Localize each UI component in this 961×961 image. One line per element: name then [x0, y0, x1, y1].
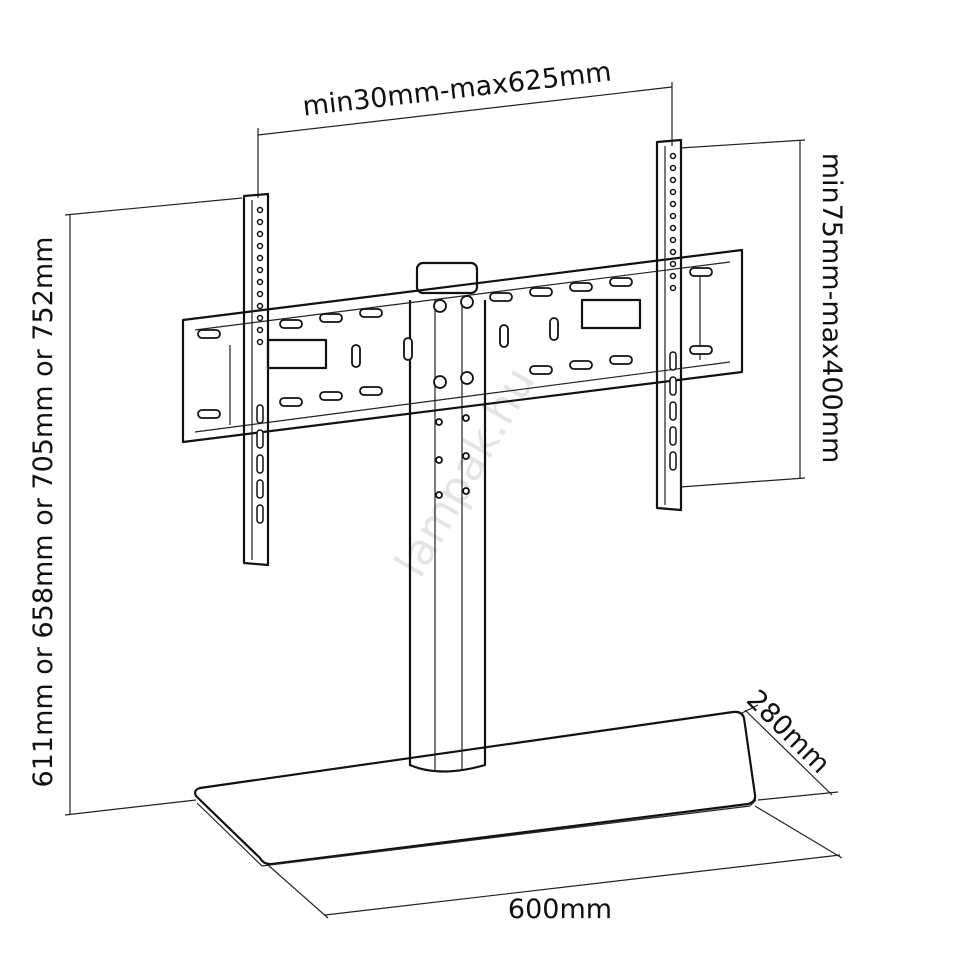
total-height-dimension: 611mm or 658mm or 705mm or 752mm	[28, 197, 243, 816]
base-depth-label: 280mm	[740, 684, 836, 780]
base-plate	[194, 710, 757, 867]
height-range-dimension: min75mm-max400mm	[679, 139, 847, 488]
height-range-label: min75mm-max400mm	[816, 153, 847, 464]
left-bracket	[242, 192, 270, 567]
base-width-dimension: 600mm	[267, 805, 843, 925]
base-depth-dimension: 280mm	[739, 684, 839, 801]
mounting-plate	[181, 248, 744, 444]
right-bracket	[655, 138, 683, 512]
width-range-label: min30mm-max625mm	[301, 57, 613, 123]
width-dimension: min30mm-max625mm	[257, 57, 673, 198]
base-width-label: 600mm	[508, 894, 612, 925]
total-height-label: 611mm or 658mm or 705mm or 752mm	[28, 237, 59, 788]
